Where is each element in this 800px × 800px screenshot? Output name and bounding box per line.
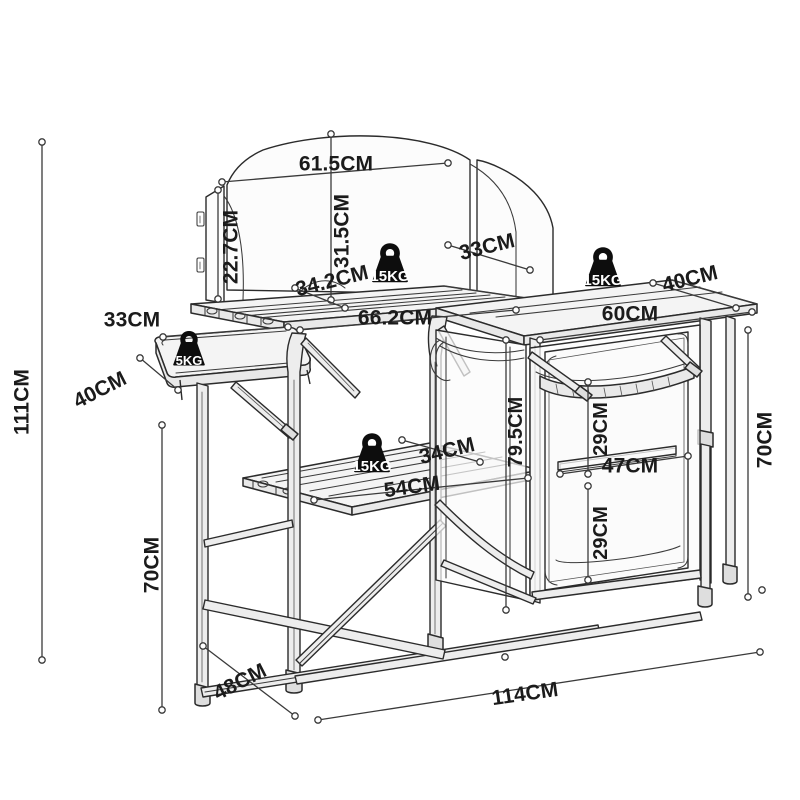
weight-icon bbox=[585, 246, 621, 286]
dim-side-table-depth bbox=[136, 354, 182, 394]
weight-icon bbox=[372, 242, 408, 282]
dim-cabinet-lower bbox=[584, 482, 592, 584]
dim-lower-shelf-depth bbox=[398, 436, 484, 466]
dim-base-width bbox=[314, 648, 764, 724]
dim-label-cabinet-inner-height: 79.5CM bbox=[505, 396, 527, 468]
dim-cabinet-top-depth bbox=[649, 279, 740, 312]
dim-label-cabinet-shelf-width: 47CM bbox=[601, 454, 659, 478]
dim-front-leg-height bbox=[158, 421, 166, 714]
frame-legs bbox=[194, 315, 738, 707]
dim-overall-height bbox=[38, 138, 46, 664]
dim-cabinet-shelf-width bbox=[556, 452, 692, 478]
dim-base-depth bbox=[199, 642, 299, 720]
storage-cabinet bbox=[429, 324, 703, 601]
dim-windscreen-width bbox=[218, 159, 452, 186]
dim-label-cabinet-leg-height: 70CM bbox=[753, 411, 777, 469]
dim-cabinet-top-width bbox=[536, 308, 756, 344]
dim-label-cabinet-top-width: 60CM bbox=[601, 302, 659, 326]
weight-icon bbox=[173, 330, 205, 366]
side-table-supports bbox=[179, 369, 311, 441]
dim-windscreen-side-height bbox=[214, 186, 222, 303]
dim-label-side-table-width: 33CM bbox=[103, 308, 161, 332]
dim-label-windscreen-side-height: 22.7CM bbox=[219, 209, 243, 285]
weight-icon bbox=[354, 432, 390, 472]
dim-label-worktop-main-width: 66.2CM bbox=[357, 306, 433, 330]
dim-label-cabinet-shelf-upper: 29CM bbox=[590, 402, 612, 456]
cabinet-braces bbox=[434, 499, 537, 605]
dim-cabinet-leg-height bbox=[744, 326, 752, 601]
dim-worktop-back-depth bbox=[291, 284, 349, 312]
windscreen-assembly bbox=[196, 135, 554, 311]
dim-label-windscreen-back-width: 61.5CM bbox=[298, 152, 374, 176]
dim-worktop-width bbox=[296, 306, 520, 334]
dim-cabinet-upper bbox=[584, 378, 592, 478]
dim-label-cabinet-shelf-lower: 29CM bbox=[590, 506, 612, 560]
dim-worktop-right-depth bbox=[444, 241, 534, 274]
dim-ticks bbox=[501, 586, 766, 661]
dim-label-windscreen-back-height: 31.5CM bbox=[330, 193, 354, 269]
worktop-hardware bbox=[204, 306, 274, 326]
dim-label-overall-height: 111CM bbox=[10, 369, 34, 435]
dim-label-front-leg-height: 70CM bbox=[140, 536, 164, 594]
dim-cabinet-inner-height bbox=[502, 336, 510, 614]
dim-lower-shelf-width bbox=[310, 474, 532, 504]
